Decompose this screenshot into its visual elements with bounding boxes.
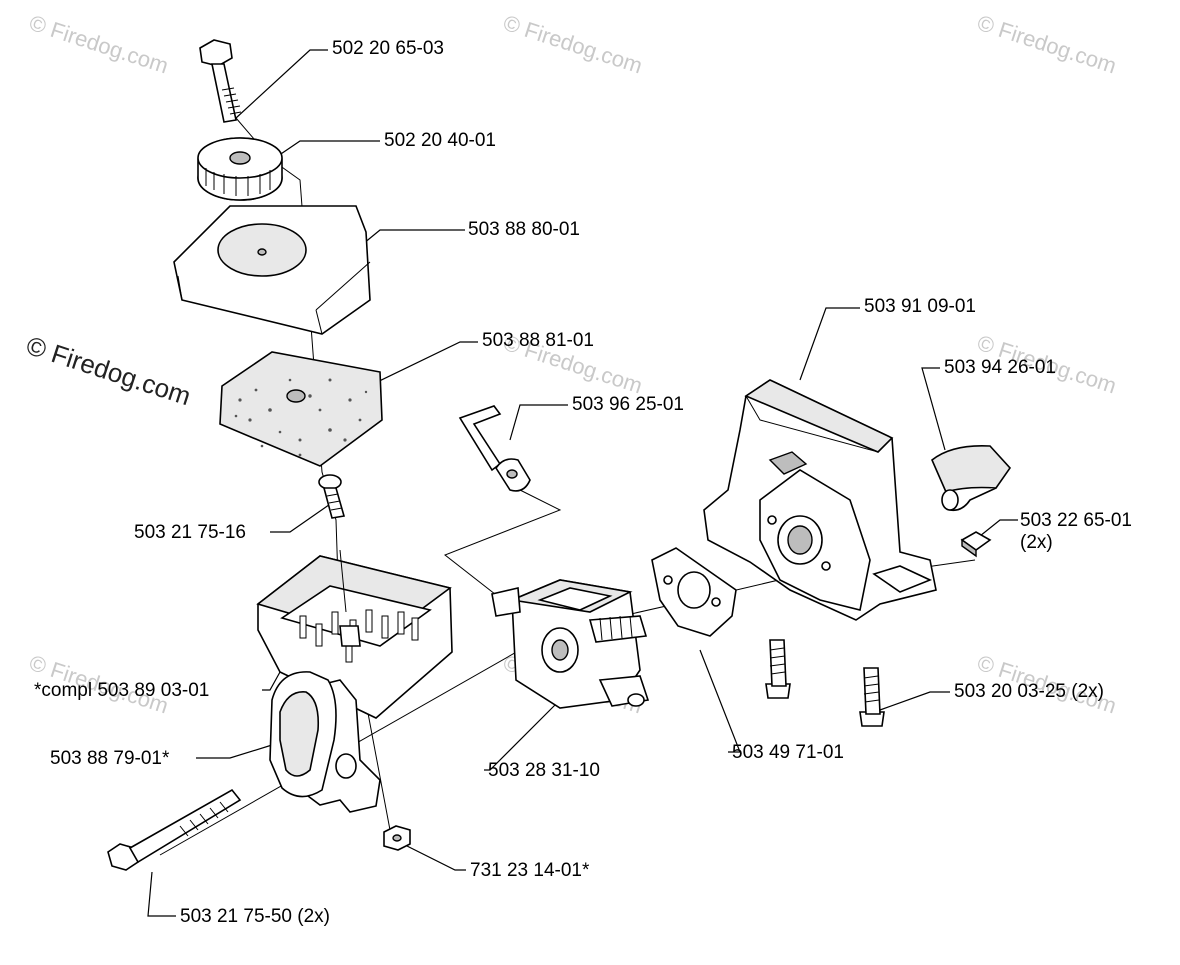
label-square-nut: 503 22 65-01: [1020, 510, 1132, 531]
label-carburetor: 503 28 31-10: [488, 760, 600, 781]
knob-part: [197, 137, 283, 201]
long-screw-part: [107, 788, 242, 871]
grip-part: [269, 671, 337, 798]
filter-part: [219, 351, 383, 467]
label-filter: 503 88 81-01: [482, 330, 594, 351]
nut-part: [383, 825, 411, 851]
mount-screws-part: [765, 639, 885, 727]
label-cover: 503 88 80-01: [468, 219, 580, 240]
filter-screw-part: [318, 474, 346, 519]
label-gasket: 503 49 71-01: [732, 742, 844, 763]
bolt-part: [199, 39, 242, 123]
label-bolt: 502 20 65-03: [332, 38, 444, 59]
label-link: 503 96 25-01: [572, 394, 684, 415]
cover-part: [173, 205, 371, 335]
label-housing-compl: *compl 503 89 03-01: [34, 680, 210, 701]
shield-part: [703, 379, 937, 621]
link-part: [458, 405, 531, 492]
gasket-part: [651, 547, 737, 637]
label-knob: 502 20 40-01: [384, 130, 496, 151]
square-nut-part: [960, 531, 992, 558]
label-shield: 503 91 09-01: [864, 296, 976, 317]
label-mount-screws: 503 20 03-25 (2x): [954, 681, 1104, 702]
label-nut: 731 23 14-01*: [470, 860, 590, 881]
carburetor-part: [491, 579, 650, 709]
clip-part: [931, 444, 1012, 512]
label-square-nut-qty: (2x): [1020, 532, 1053, 553]
label-filter-screw: 503 21 75-16: [134, 522, 246, 543]
label-clip: 503 94 26-01: [944, 357, 1056, 378]
label-long-screw: 503 21 75-50 (2x): [180, 906, 330, 927]
label-grip: 503 88 79-01*: [50, 748, 170, 769]
